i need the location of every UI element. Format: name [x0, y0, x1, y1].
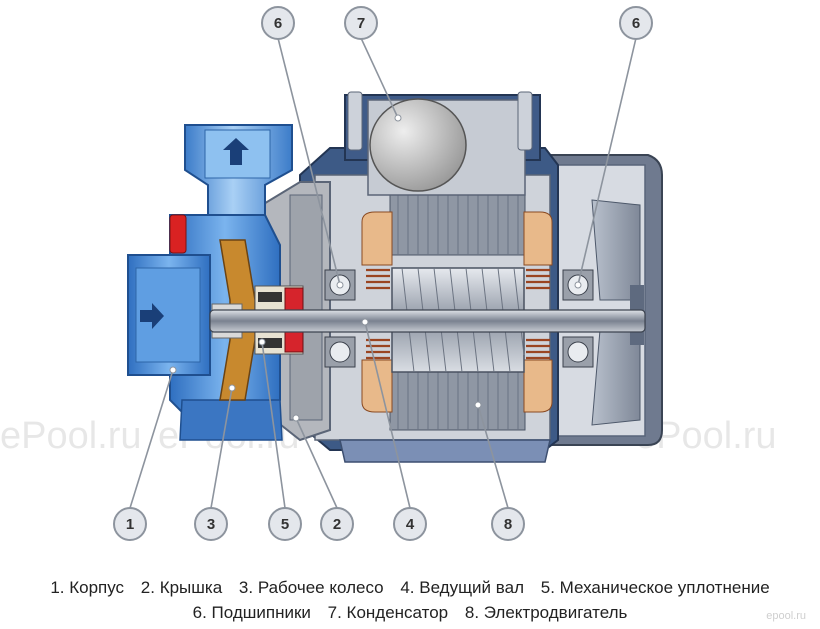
callout-2-cover: 2 [320, 507, 354, 541]
flow-arrows [140, 138, 249, 329]
outlet-arrow-icon [223, 138, 249, 165]
callout-label: 6 [274, 15, 282, 32]
legend-line-2: 6. Подшипники 7. Конденсатор 8. Электрод… [0, 603, 820, 623]
pump-cross-section: ePool.ru ePool.ru ePool.ru ePool.ru [0, 6, 777, 541]
pump-housing [127, 124, 293, 441]
leader-lines [129, 37, 637, 509]
callout-8-motor: 8 [491, 507, 525, 541]
callout-label: 8 [504, 516, 512, 533]
leader-dots [169, 114, 582, 422]
watermark-1: ePool.ru [0, 415, 142, 457]
legend-item-bearings: 6. Подшипники [192, 603, 311, 622]
bearings [324, 269, 594, 368]
drive-shaft [209, 309, 646, 333]
callout-6-rear-bearing: 6 [619, 6, 653, 40]
callout-1-housing: 1 [113, 507, 147, 541]
corner-logo: epool.ru [766, 610, 806, 622]
inlet-arrow-icon [140, 303, 164, 329]
callout-label: 2 [333, 516, 341, 533]
callout-label: 4 [406, 516, 415, 533]
legend-item-cover: 2. Крышка [140, 578, 223, 597]
callout-3-impeller: 3 [194, 507, 228, 541]
callout-label: 3 [207, 516, 215, 533]
callouts: 6 7 6 1 3 5 2 4 [113, 6, 653, 541]
callout-label: 6 [632, 15, 640, 32]
legend-item-capacitor: 7. Конденсатор [327, 603, 449, 622]
legend-item-drive-shaft: 4. Ведущий вал [400, 578, 524, 597]
legend-item-mechanical-seal: 5. Механическое уплотнение [540, 578, 770, 597]
legend-item-impeller: 3. Рабочее колесо [238, 578, 384, 597]
callout-7-capacitor: 7 [344, 6, 378, 40]
legend-line-1: 1. Корпус 2. Крышка 3. Рабочее колесо 4.… [0, 578, 820, 598]
callout-6-front-bearing: 6 [261, 6, 295, 40]
callout-4-shaft: 4 [393, 507, 427, 541]
callout-label: 5 [281, 516, 289, 533]
legend-item-motor: 8. Электродвигатель [464, 603, 628, 622]
callout-5-seal: 5 [268, 507, 302, 541]
capacitor [344, 91, 541, 196]
callout-label: 7 [357, 15, 365, 32]
callout-label: 1 [126, 516, 134, 533]
legend-item-housing: 1. Корпус [50, 578, 125, 597]
